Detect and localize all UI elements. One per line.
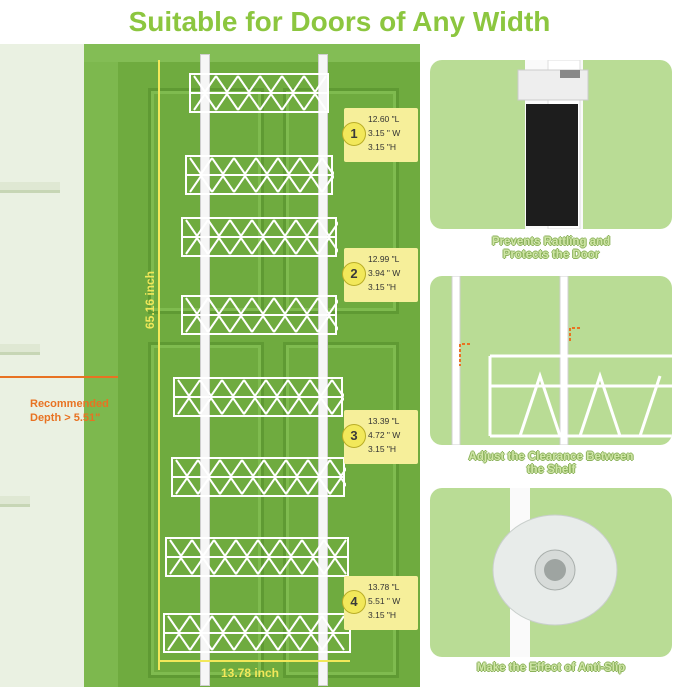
feature-panel-anti-slip [430, 488, 672, 657]
door-frame [84, 44, 118, 687]
door-lintel [84, 44, 420, 62]
spec-length: 12.99 "L [368, 254, 400, 264]
vertical-rail [200, 54, 210, 686]
wire-basket [173, 377, 344, 417]
wall-shelf [0, 344, 40, 355]
wire-basket [185, 155, 334, 195]
anti-rattle-illustration [517, 60, 589, 229]
spec-height: 3.15 "H [368, 610, 397, 620]
caption-anti-slip: Make the Effect of Anti-Slip [430, 662, 672, 675]
door-panel [283, 342, 399, 678]
caption-line: Protects the Door [502, 249, 600, 261]
spec-number-badge: 2 [342, 262, 366, 286]
depth-label-line1: Recommended [30, 398, 109, 410]
spec-width: 5.51 " W [368, 596, 401, 606]
spec-length: 13.39 "L [368, 416, 400, 426]
depth-label-line2: Depth > 5.51" [30, 412, 101, 424]
door-scene: 65.16 inch 13.78 inch Recommended Depth … [0, 44, 420, 687]
spec-card-4: 4 13.78 "L 5.51 " W 3.15 "H [342, 576, 418, 630]
spec-width: 3.15 " W [368, 128, 401, 138]
caption-line: Prevents Rattling and [491, 236, 611, 248]
wire-basket [181, 295, 338, 335]
height-dimension-line [158, 60, 160, 670]
spec-card-1: 1 12.60 "L 3.15 " W 3.15 "H [342, 108, 418, 162]
wire-basket [163, 613, 351, 653]
wire-basket [165, 537, 349, 577]
vertical-rail [318, 54, 328, 686]
spec-length: 12.60 "L [368, 114, 400, 124]
spec-card-2: 2 12.99 "L 3.94 " W 3.15 "H [342, 248, 418, 302]
page-title: Suitable for Doors of Any Width [128, 6, 551, 37]
door-panel [283, 88, 399, 314]
spec-number-badge: 3 [342, 424, 366, 448]
height-label: 65.16 inch [143, 270, 157, 330]
caption-line: Make the Effect of Anti-Slip [476, 662, 626, 674]
spec-width: 4.72 " W [368, 430, 401, 440]
caption-line: the Shelf [526, 464, 576, 476]
spec-height: 3.15 "H [368, 444, 397, 454]
spec-height: 3.15 "H [368, 282, 397, 292]
feature-panel-anti-rattle [430, 60, 672, 229]
width-dimension-line [160, 660, 350, 662]
depth-arrow [0, 376, 118, 378]
spec-width: 3.94 " W [368, 268, 401, 278]
spec-length: 13.78 "L [368, 582, 400, 592]
spec-height: 3.15 "H [368, 142, 397, 152]
caption-anti-rattle: Prevents Rattling and Protects the Door [430, 236, 672, 262]
spec-card-3: 3 13.39 "L 4.72 " W 3.15 "H [342, 410, 418, 464]
wire-basket [171, 457, 346, 497]
adjust-clearance-illustration [451, 276, 672, 445]
depth-label: Recommended Depth > 5.51" [30, 397, 130, 425]
caption-line: Adjust the Clearance Between [468, 451, 634, 463]
spec-number-badge: 4 [342, 590, 366, 614]
feature-panel-adjust-clearance [430, 276, 672, 445]
width-label: 13.78 inch [220, 666, 280, 680]
wire-basket [189, 73, 329, 113]
anti-slip-illustration [492, 488, 618, 657]
caption-adjust-clearance: Adjust the Clearance Between the Shelf [430, 451, 672, 477]
wire-basket [181, 217, 338, 257]
wall-shelf [0, 182, 60, 193]
wall-shelf [0, 496, 30, 507]
spec-number-badge: 1 [342, 122, 366, 146]
